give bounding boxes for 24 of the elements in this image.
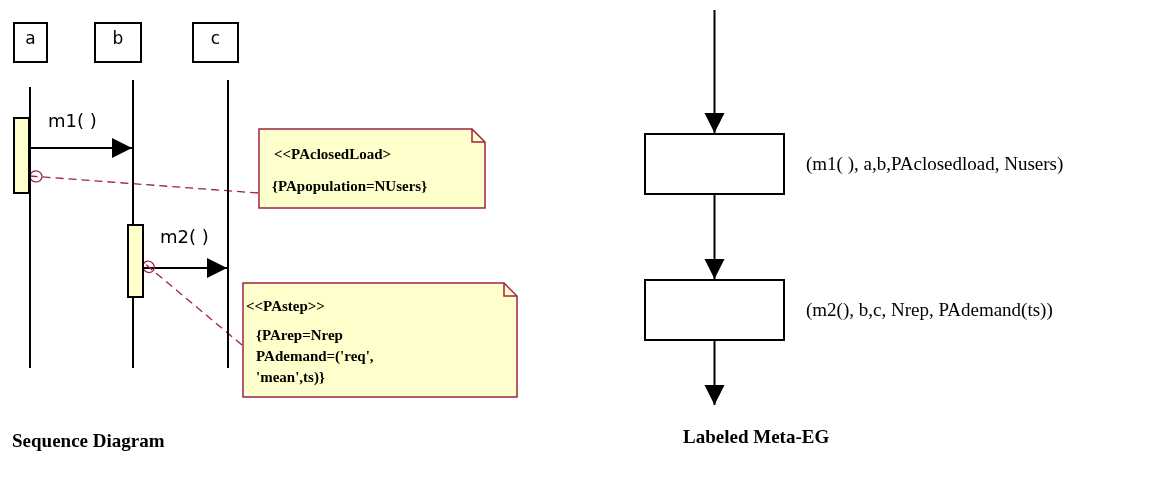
lifeline — [227, 80, 229, 368]
object-box: b — [94, 22, 142, 63]
arrow — [29, 138, 133, 158]
activation-bar — [13, 117, 30, 194]
arrow — [704, 9, 725, 134]
object-box: c — [192, 22, 239, 63]
event-label: (m2(), b,c, Nrep, PAdemand(ts)) — [806, 299, 1053, 321]
arrow — [143, 258, 228, 278]
event-label: (m1( ), a,b,PAclosedload, Nusers) — [806, 153, 1064, 175]
diagram-caption: Labeled Meta-EG — [683, 426, 830, 448]
arrow — [704, 340, 725, 406]
stereotype-text: <<PAclosedLoad> — [273, 144, 393, 164]
note-box — [258, 128, 486, 209]
tagged-value-text: {PArep=Nrep PAdemand=('req', 'mean',ts)} — [255, 326, 375, 387]
note-box — [242, 282, 518, 398]
diagram-caption: Sequence Diagram — [12, 430, 165, 452]
tagged-value-text: {PApopulation=NUsers} — [271, 177, 429, 197]
note-connector — [29, 170, 259, 194]
message-label: m2( ) — [160, 226, 209, 247]
arrow — [704, 194, 725, 280]
activation-bar — [127, 224, 144, 298]
stereotype-text: <<PAstep>> — [246, 297, 326, 316]
message-label: m1( ) — [48, 110, 97, 131]
object-box: a — [13, 22, 48, 63]
